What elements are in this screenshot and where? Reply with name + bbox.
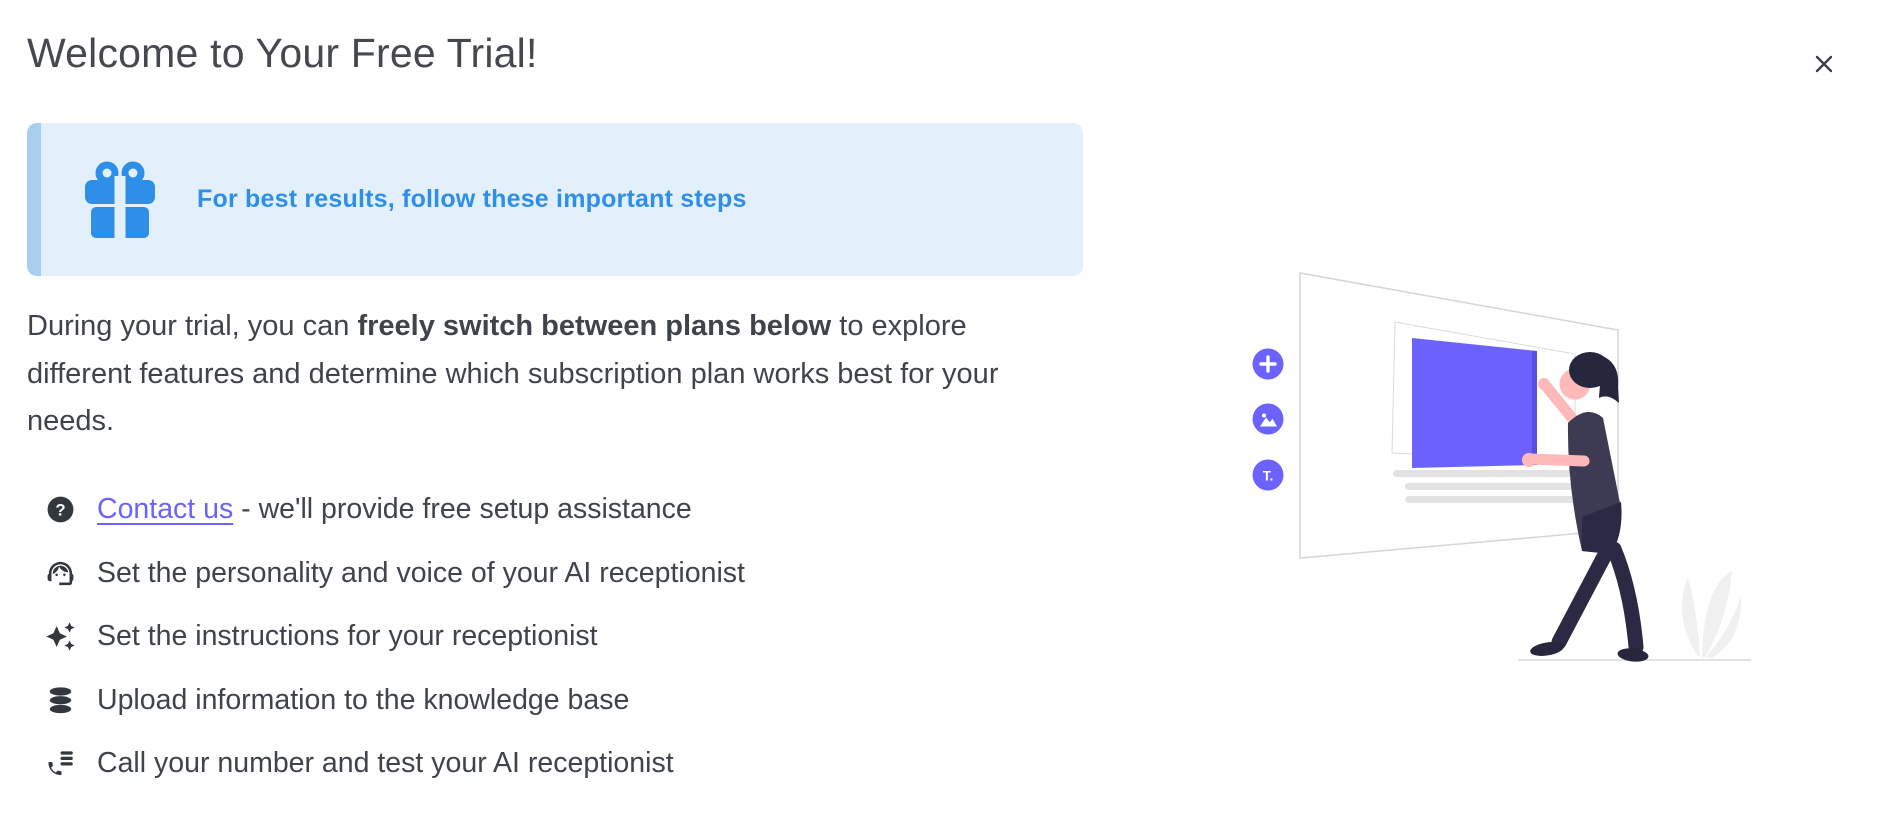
illustration-toolbar: T. xyxy=(1252,348,1284,491)
database-icon xyxy=(49,687,72,713)
close-button[interactable] xyxy=(1798,38,1850,90)
step-text-rest: - we'll provide free setup assistance xyxy=(233,493,692,526)
illustration-svg: T. xyxy=(1252,272,1751,662)
phone-list-icon xyxy=(48,751,73,776)
intro-paragraph: During your trial, you can freely switch… xyxy=(27,303,1039,446)
step-item-call: Call your number and test your AI recept… xyxy=(45,732,745,796)
free-trial-illustration: T. xyxy=(1230,255,1770,680)
banner-message: For best results, follow these important… xyxy=(197,185,747,213)
image-tile-edge xyxy=(1532,351,1537,465)
step-text: Upload information to the knowledge base xyxy=(97,683,630,716)
intro-post: to explore different features and determ… xyxy=(27,310,999,437)
step-item-contact: ? Contact us - we'll provide free setup … xyxy=(45,478,745,542)
step-item-personality: Set the personality and voice of your AI… xyxy=(45,542,745,606)
intro-pre: During your trial, you can xyxy=(27,310,358,342)
image-tile xyxy=(1412,338,1537,468)
info-banner: For best results, follow these important… xyxy=(27,123,1083,276)
gift-icon xyxy=(85,161,155,238)
plus-icon xyxy=(1252,348,1284,380)
step-item-instructions: Set the instructions for your receptioni… xyxy=(45,605,745,669)
intro-bold: freely switch between plans below xyxy=(357,310,832,342)
text-tool-icon: T. xyxy=(1252,459,1284,491)
close-icon xyxy=(1815,55,1833,73)
help-icon: ? xyxy=(47,496,74,523)
plant-decoration xyxy=(1681,571,1742,659)
svg-text:T.: T. xyxy=(1263,469,1274,484)
step-text: Set the personality and voice of your AI… xyxy=(97,556,745,589)
support-agent-icon xyxy=(47,561,74,585)
step-text: Set the instructions for your receptioni… xyxy=(97,620,598,653)
text-placeholder-bars xyxy=(1393,470,1605,503)
image-icon xyxy=(1252,403,1284,435)
contact-us-link[interactable]: Contact us xyxy=(97,493,234,526)
sparkles-icon xyxy=(46,622,75,651)
woman-figure xyxy=(1522,352,1649,662)
hair xyxy=(1569,352,1619,403)
svg-text:?: ? xyxy=(55,501,65,520)
step-item-knowledge: Upload information to the knowledge base xyxy=(45,669,745,733)
page-title: Welcome to Your Free Trial! xyxy=(27,30,538,76)
steps-list: ? Contact us - we'll provide free setup … xyxy=(45,478,745,796)
step-text: Call your number and test your AI recept… xyxy=(97,747,674,780)
step-text: Contact us - we'll provide free setup as… xyxy=(97,493,692,526)
